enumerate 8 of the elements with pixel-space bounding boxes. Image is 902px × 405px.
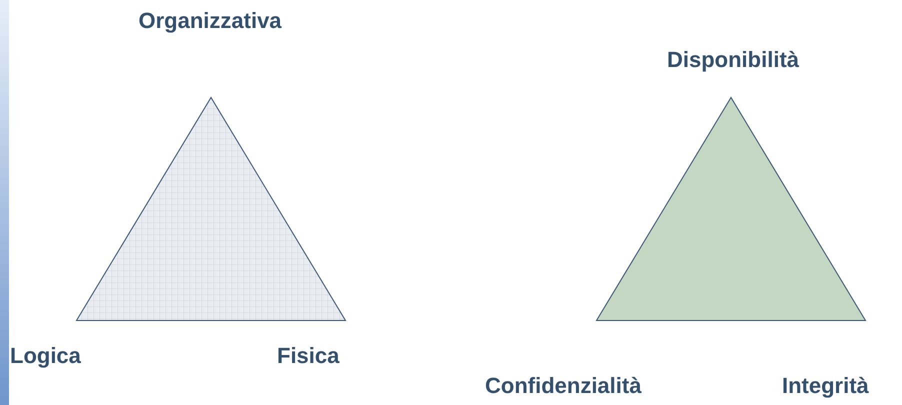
triangle-shape (596, 97, 866, 321)
vertex-label: Logica (10, 343, 81, 369)
triangle-shape (76, 97, 346, 321)
vertex-label: Organizzativa (138, 8, 282, 34)
vertex-label: Integrità (782, 373, 869, 399)
vertex-label: Confidenzialità (485, 373, 642, 399)
vertex-label: Fisica (277, 343, 340, 369)
vertex-label: Disponibilità (667, 47, 799, 73)
